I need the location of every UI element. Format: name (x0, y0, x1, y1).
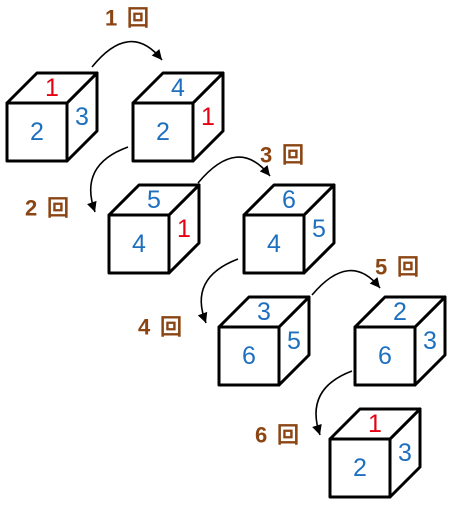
step-unit: 回 (397, 255, 419, 280)
die-side-number: 3 (423, 327, 437, 355)
die-side-number: 3 (75, 103, 89, 131)
step-unit: 回 (127, 6, 149, 31)
die-top-number: 1 (368, 410, 382, 438)
die-front-face (353, 325, 417, 387)
step-count: 3 (260, 143, 272, 168)
step-unit: 回 (160, 315, 182, 340)
arrowhead (87, 200, 97, 212)
die-side-number: 5 (287, 327, 301, 355)
die-side-number: 3 (398, 439, 412, 467)
die-front-face (242, 213, 306, 275)
die-top-number: 3 (257, 298, 271, 326)
die-7: 12 3 (328, 407, 422, 499)
die-2: 42 1 (131, 71, 225, 163)
die-front-number: 6 (378, 342, 392, 370)
step-count: 4 (138, 315, 151, 340)
arrowhead (312, 423, 322, 435)
die-front-number: 2 (30, 118, 44, 146)
die-top-number: 5 (147, 186, 161, 214)
die-top-number: 6 (282, 186, 296, 214)
step-unit: 回 (277, 423, 299, 448)
die-front-face (5, 101, 69, 163)
die-front-face (131, 101, 195, 163)
arrowhead (197, 311, 208, 323)
step-unit: 回 (47, 196, 69, 221)
die-6: 26 3 (353, 295, 447, 387)
die-side-number: 1 (201, 103, 215, 131)
step-count: 2 (25, 196, 37, 221)
rotation-arrow-6 (312, 370, 353, 436)
arrowhead (259, 165, 270, 176)
rotation-arrow-4 (197, 258, 239, 324)
die-1: 12 3 (5, 71, 99, 163)
die-front-number: 4 (267, 230, 281, 258)
arrowhead (369, 277, 380, 288)
die-side-number: 5 (312, 215, 326, 243)
step-count: 5 (375, 255, 387, 280)
die-4: 64 5 (242, 183, 336, 275)
step-count: 1 (105, 6, 117, 31)
die-3: 54 1 (107, 183, 201, 275)
die-top-number: 1 (45, 74, 59, 102)
die-front-number: 2 (156, 118, 170, 146)
die-front-number: 6 (242, 342, 256, 370)
die-5: 36 5 (217, 295, 311, 387)
step-unit: 回 (282, 143, 304, 168)
rotation-arrow-1 (91, 40, 163, 68)
rotation-arrow-2 (87, 146, 129, 213)
rotation-arrow-5 (311, 269, 381, 296)
die-top-number: 2 (393, 298, 407, 326)
arrowhead (151, 49, 162, 60)
die-front-face (107, 213, 171, 275)
die-top-number: 4 (171, 74, 185, 102)
die-front-face (217, 325, 281, 387)
die-side-number: 1 (177, 215, 191, 243)
die-front-number: 4 (132, 230, 146, 258)
die-front-number: 2 (353, 454, 367, 482)
die-front-face (328, 437, 392, 499)
rotation-arrow-3 (197, 156, 271, 184)
step-count: 6 (255, 423, 267, 448)
